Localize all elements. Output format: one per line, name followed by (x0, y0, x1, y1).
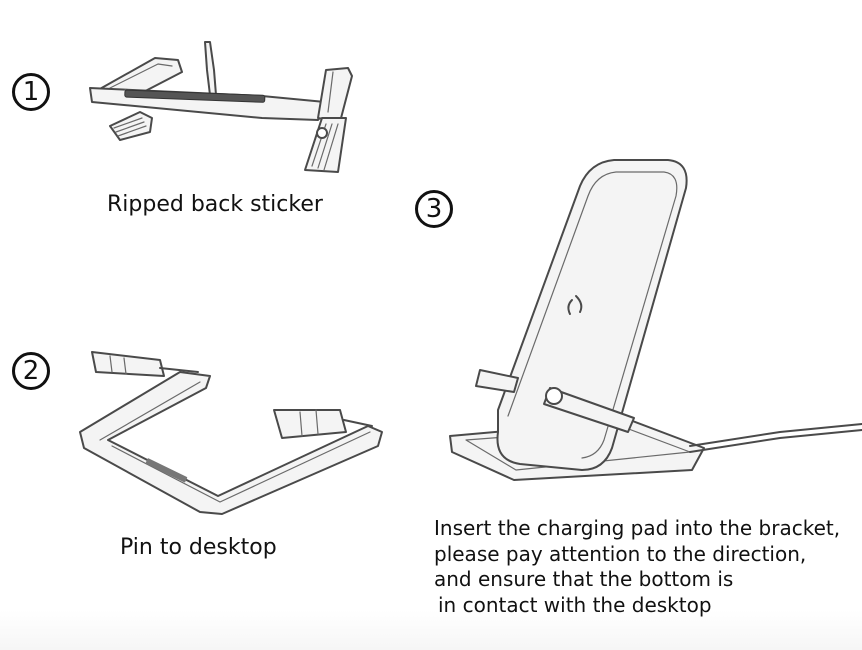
step-3-caption: Insert the charging pad into the bracket… (434, 516, 840, 618)
step-3-caption-line: please pay attention to the direction, (434, 542, 840, 568)
step-3-caption-line: in contact with the desktop (434, 593, 840, 619)
step-3-caption-line: Insert the charging pad into the bracket… (434, 516, 840, 542)
step-3-caption-line: and ensure that the bottom is (434, 567, 840, 593)
